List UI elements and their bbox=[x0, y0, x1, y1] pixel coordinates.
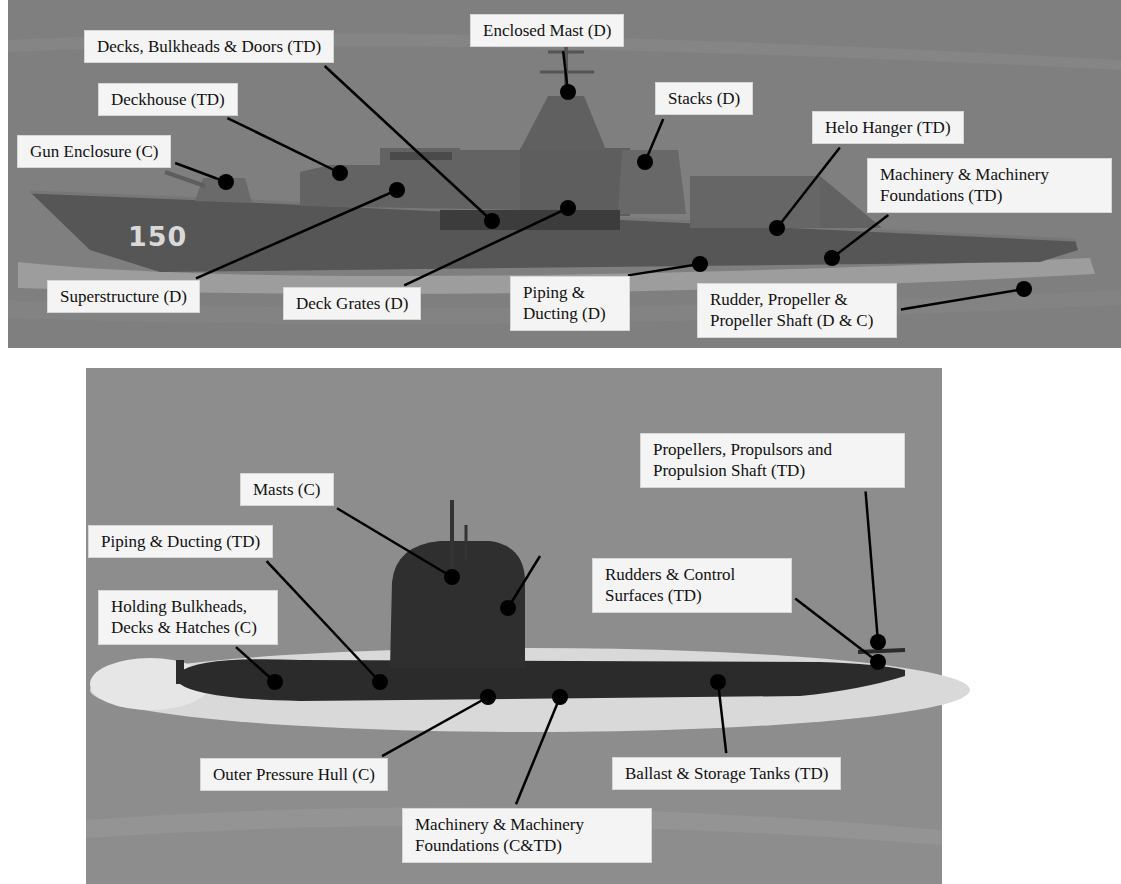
callout-box: Rudders & Control Surfaces (TD) bbox=[592, 558, 792, 613]
callout-box: Superstructure (D) bbox=[47, 280, 200, 313]
callout-label: Ballast & Storage Tanks (TD) bbox=[625, 763, 828, 784]
submarine-hull bbox=[180, 659, 905, 701]
callout-dot bbox=[480, 689, 496, 705]
leader-line bbox=[516, 697, 560, 804]
tower-block bbox=[520, 148, 630, 216]
callout-box: Deckhouse (TD) bbox=[98, 83, 238, 116]
callout-dot bbox=[332, 165, 348, 181]
leader-line bbox=[508, 556, 540, 608]
callout-dot bbox=[692, 256, 708, 272]
leader-line bbox=[382, 697, 488, 756]
callout-dot bbox=[870, 654, 886, 670]
callout-box: Decks, Bulkheads & Doors (TD) bbox=[84, 30, 334, 63]
callout-box: Machinery & Machinery Foundations (TD) bbox=[867, 158, 1112, 213]
callout-dot bbox=[769, 220, 785, 236]
callout-label: Piping & Ducting (D) bbox=[523, 282, 617, 325]
leader-line bbox=[337, 508, 452, 577]
callout-label: Deckhouse (TD) bbox=[111, 89, 225, 110]
callout-label: Masts (C) bbox=[253, 479, 321, 500]
gun-barrel bbox=[165, 172, 205, 186]
mast-yard bbox=[548, 51, 584, 54]
callout-dot bbox=[552, 689, 568, 705]
periscope-mast bbox=[450, 500, 454, 575]
callout-dot bbox=[710, 674, 726, 690]
callout-label: Machinery & Machinery Foundations (TD) bbox=[880, 164, 1099, 207]
callout-dot bbox=[500, 600, 516, 616]
leader-line bbox=[227, 118, 340, 173]
callout-dot bbox=[389, 182, 405, 198]
callout-dot bbox=[560, 200, 576, 216]
callout-box: Masts (C) bbox=[240, 473, 334, 506]
leader-line bbox=[718, 682, 726, 753]
callout-label: Rudder, Propeller & Propeller Shaft (D &… bbox=[710, 289, 884, 332]
mast-yard bbox=[540, 71, 594, 74]
callout-box: Enclosed Mast (D) bbox=[470, 14, 624, 47]
leader-line bbox=[777, 147, 840, 228]
callout-label: Propellers, Propulsors and Propulsion Sh… bbox=[653, 439, 892, 482]
callout-label: Holding Bulkheads, Decks & Hatches (C) bbox=[111, 596, 265, 639]
callout-box: Piping & Ducting (D) bbox=[510, 276, 630, 331]
callout-box: Propellers, Propulsors and Propulsion Sh… bbox=[640, 433, 905, 488]
callout-label: Stacks (D) bbox=[668, 88, 740, 109]
sea-background bbox=[86, 368, 942, 884]
leader-line bbox=[175, 163, 226, 182]
leader-line bbox=[404, 208, 568, 285]
callout-box: Machinery & Machinery Foundations (C&TD) bbox=[402, 808, 652, 863]
callout-label: Rudders & Control Surfaces (TD) bbox=[605, 564, 779, 607]
callout-label: Deck Grates (D) bbox=[296, 293, 408, 314]
callout-dot bbox=[267, 674, 283, 690]
leader-line bbox=[866, 491, 878, 642]
callout-dot bbox=[218, 174, 234, 190]
callout-dot bbox=[372, 674, 388, 690]
callout-label: Decks, Bulkheads & Doors (TD) bbox=[97, 36, 321, 57]
hangar-block bbox=[690, 176, 820, 228]
leader-line bbox=[628, 264, 700, 275]
ship-stack bbox=[618, 150, 686, 214]
callout-box: Gun Enclosure (C) bbox=[17, 135, 171, 168]
callout-dot bbox=[1016, 281, 1032, 297]
leader-line bbox=[795, 599, 878, 662]
leader-line bbox=[196, 190, 397, 278]
callout-label: Enclosed Mast (D) bbox=[483, 20, 611, 41]
callout-box: Helo Hanger (TD) bbox=[812, 111, 964, 144]
superstructure-block bbox=[300, 148, 520, 210]
callout-label: Piping & Ducting (TD) bbox=[101, 531, 260, 552]
callout-box: Holding Bulkheads, Decks & Hatches (C) bbox=[98, 590, 278, 645]
leader-line bbox=[901, 289, 1024, 310]
leader-line bbox=[325, 66, 492, 221]
bow-fin bbox=[176, 660, 184, 684]
callout-label: Helo Hanger (TD) bbox=[825, 117, 951, 138]
conning-tower bbox=[390, 541, 525, 668]
periscope-mast bbox=[465, 525, 468, 560]
submarine-wake bbox=[90, 648, 970, 732]
callout-box: Ballast & Storage Tanks (TD) bbox=[612, 757, 841, 790]
callout-box: Rudder, Propeller & Propeller Shaft (D &… bbox=[697, 283, 897, 338]
callout-label: Gun Enclosure (C) bbox=[30, 141, 158, 162]
callout-dot bbox=[870, 634, 886, 650]
callout-dot bbox=[824, 250, 840, 266]
hull-number: 150 bbox=[128, 221, 187, 252]
callout-box: Deck Grates (D) bbox=[283, 287, 421, 320]
callout-label: Superstructure (D) bbox=[60, 286, 187, 307]
callout-dot bbox=[484, 213, 500, 229]
callout-dot bbox=[560, 84, 576, 100]
callout-dot bbox=[637, 154, 653, 170]
callout-dot bbox=[444, 569, 460, 585]
leader-line bbox=[267, 561, 380, 682]
callout-label: Machinery & Machinery Foundations (C&TD) bbox=[415, 814, 639, 857]
leader-line bbox=[832, 215, 888, 258]
callout-label: Outer Pressure Hull (C) bbox=[213, 764, 375, 785]
sea-background bbox=[8, 0, 1121, 348]
callout-box: Piping & Ducting (TD) bbox=[88, 525, 273, 558]
callout-box: Stacks (D) bbox=[655, 82, 753, 115]
callout-box: Outer Pressure Hull (C) bbox=[200, 758, 388, 791]
mast-structure bbox=[520, 96, 606, 150]
